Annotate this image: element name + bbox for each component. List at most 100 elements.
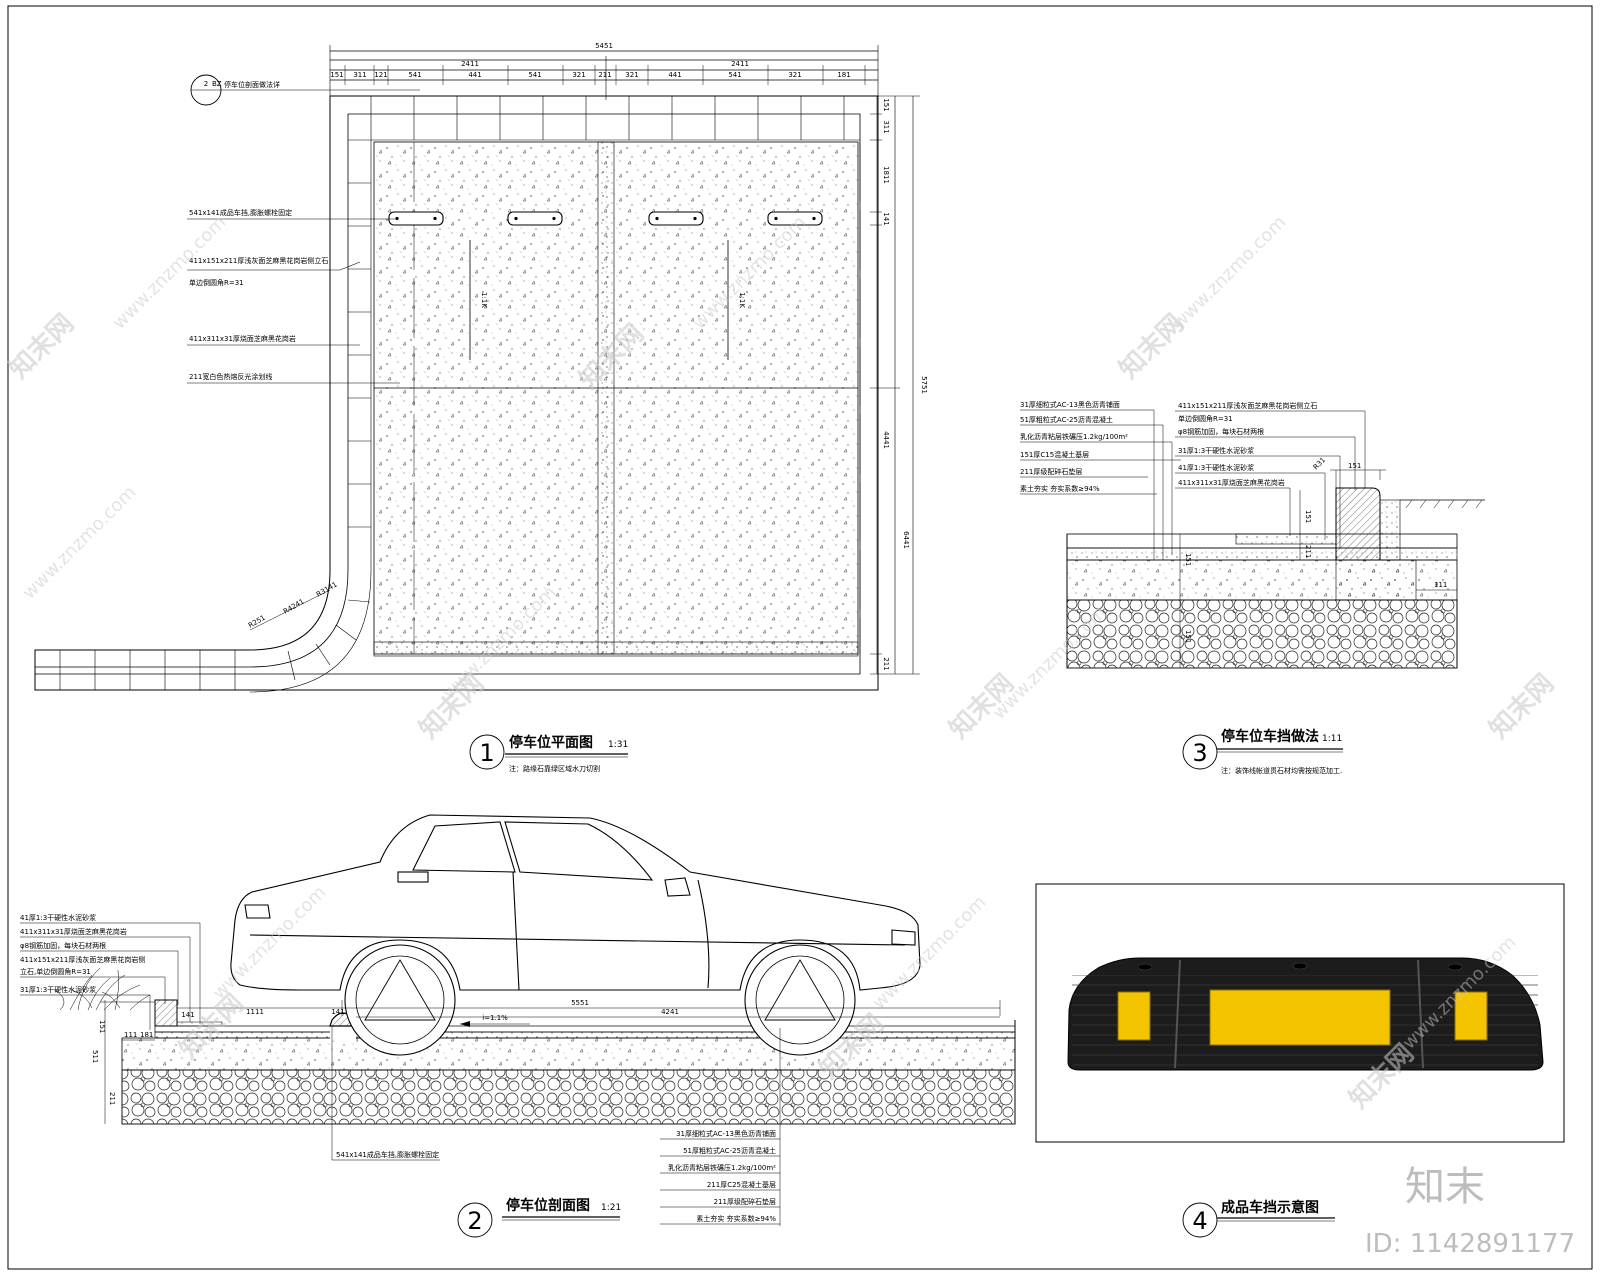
- watermark-url: www.znzmo.com: [869, 892, 991, 1014]
- dim-part: 151: [330, 71, 343, 79]
- car-outline: [230, 814, 921, 991]
- dim-part: 441: [668, 71, 681, 79]
- reflector-right: [1454, 991, 1488, 1041]
- product-title: 成品车挡示意图: [1221, 1199, 1319, 1216]
- dim-part: 181: [837, 71, 850, 79]
- product-stopper-illustration: 4 成品车挡示意图: [1035, 883, 1565, 1238]
- title-number-3: 3: [1192, 739, 1207, 767]
- watermark-url: www.znzmo.com: [19, 482, 141, 604]
- section-dim: 141: [181, 1011, 194, 1019]
- section-scale: 1:21: [601, 1203, 621, 1213]
- detail-layer-callout: 51厚粗粒式AC-25沥青混凝土: [1020, 415, 1113, 424]
- plan-callout: 411x151x211厚浅灰面芝麻黑花岗岩侧立石: [189, 256, 328, 265]
- plan-drawing: 5451 2411 2411 151 311 121 541 441 541 3…: [34, 42, 928, 773]
- section-dim: 111: [124, 1031, 137, 1039]
- section-title: 停车位剖面图: [506, 1197, 590, 1214]
- plan-scale: 1:31: [608, 740, 628, 750]
- dim-right: 1811: [882, 166, 890, 184]
- watermark-url: www.znzmo.com: [1169, 212, 1291, 334]
- dim-right: 141: [882, 212, 890, 225]
- section-layer-callout: 31厚细粒式AC-13黑色沥青铺面: [676, 1129, 776, 1138]
- dim-right-mid: 6441: [902, 531, 910, 549]
- plan-callout: 541x141成品车挡,膨胀螺栓固定: [189, 208, 292, 217]
- detail-dim: 151: [1348, 462, 1361, 470]
- wheel-stopper-plan: [388, 211, 823, 226]
- plan-callout: 211宽白色热熔反光涂划线: [189, 372, 272, 381]
- watermark-brand: 知末网: [4, 309, 80, 385]
- section-dim: 5551: [571, 999, 589, 1007]
- section-layer-callout: 素土夯实 夯实系数≥94%: [696, 1214, 776, 1223]
- watermark-url: www.znzmo.com: [209, 882, 331, 1004]
- detail-stone-callout: 31厚1:3干硬性水泥砂浆: [1178, 446, 1254, 455]
- radius-label: R3141: [315, 580, 339, 598]
- title-bubble-1: [469, 734, 505, 770]
- dim-right: 211: [882, 657, 890, 670]
- dim-part: 541: [528, 71, 541, 79]
- dim-half-right: 2411: [731, 60, 749, 68]
- detail-dim: 151: [1184, 553, 1192, 566]
- section-ref-number: 2: [204, 80, 208, 88]
- sheet-border: [7, 5, 1593, 1270]
- section-left-callout: 41厚1:3干硬性水泥砂浆: [20, 913, 96, 922]
- reflector-left: [1117, 991, 1151, 1041]
- section-dim: 1111: [246, 1008, 264, 1016]
- section-layer-callout: 51厚粗粒式AC-25沥青混凝土: [683, 1146, 776, 1155]
- parking-paving-area: [373, 141, 859, 655]
- section-dim: 151: [98, 1020, 106, 1033]
- stall-divider-line: [597, 141, 615, 655]
- dim-part: 121: [374, 71, 387, 79]
- title-bubble-2: [457, 1202, 493, 1238]
- title-number-4: 4: [1192, 1207, 1207, 1235]
- dim-part: 321: [788, 71, 801, 79]
- plan-callout: 单边倒圆角R=31: [189, 278, 244, 287]
- dim-part: 311: [353, 71, 366, 79]
- detail-stone-callout: 单边倒圆角R=31: [1178, 414, 1233, 423]
- detail-stone-callout: φ8钢筋加固，每块石材两根: [1178, 427, 1264, 436]
- stopper-detail-drawing: 151 R31 151 211 151 151 111 31厚细粒式AC-13黑…: [1020, 400, 1485, 775]
- detail-layer-callout: 素土夯实 夯实系数≥94%: [1020, 484, 1100, 493]
- front-wheel: [744, 944, 856, 1056]
- section-dim: 181: [140, 1031, 153, 1039]
- section-left-callout: 立石,单边倒圆角R=31: [20, 967, 91, 976]
- dim-part: 211: [598, 71, 611, 79]
- section-ref-sheet: BZ: [212, 80, 222, 88]
- watermark-brand: 知末网: [1484, 669, 1560, 745]
- title-bubble-4: [1182, 1202, 1218, 1238]
- stall-end-line: [373, 641, 859, 657]
- dim-part: 441: [468, 71, 481, 79]
- dim-part: 541: [408, 71, 421, 79]
- section-left-callout: 411x151x211厚浅灰面芝麻黑花岗岩侧: [20, 955, 145, 964]
- watermark-id: ID: 1142891177: [1365, 1229, 1575, 1259]
- title-number-1: 1: [479, 739, 494, 767]
- dim-total: 5451: [595, 42, 613, 50]
- dim-half-left: 2411: [461, 60, 479, 68]
- plan-note: 注：路缘石靠绿区域水刀切割: [509, 764, 600, 773]
- detail-title: 停车位车挡做法: [1221, 728, 1319, 745]
- detail-note: 注：装饰线帐道贯石材均需按规范加工.: [1221, 766, 1342, 775]
- watermark-logo: 知末: [1405, 1164, 1485, 1210]
- radius-label: R4241: [282, 597, 306, 615]
- detail-layer-callout: 乳化沥青粘层铁碾压1.2kg/100m²: [1020, 432, 1128, 441]
- stall-label-left: 1:1K: [480, 292, 488, 308]
- section-dim: 211: [108, 1092, 116, 1105]
- rear-wheel: [344, 944, 456, 1056]
- section-layer-callout: 211厚级配碎石垫层: [714, 1197, 776, 1206]
- dim-right: 311: [882, 120, 890, 133]
- detail-dim: R31: [1312, 456, 1327, 471]
- section-dim: 4241: [661, 1008, 679, 1016]
- section-layer-callout: 乳化沥青粘层铁碾压1.2kg/100m²: [668, 1163, 776, 1172]
- plan-title: 停车位平面图: [509, 734, 593, 751]
- detail-layer-callout: 211厚级配碎石垫层: [1020, 467, 1082, 476]
- detail-stone-callout: 41厚1:3干硬性水泥砂浆: [1178, 463, 1254, 472]
- dim-parts: 151 311 121 541 441 541 321 211 321 441 …: [330, 71, 850, 79]
- watermark-brand: 知末网: [1114, 309, 1190, 385]
- detail-dim: 211: [1304, 545, 1312, 558]
- section-ref-text: 停车位剖面做法详: [224, 80, 280, 89]
- dim-right-total: 5751: [920, 376, 928, 394]
- dim-part: 321: [625, 71, 638, 79]
- section-stopper-callout: 541x141成品车挡,膨胀螺栓固定: [336, 1150, 439, 1159]
- section-dim: 141: [331, 1008, 344, 1016]
- dim-right: 151: [882, 98, 890, 111]
- section-layer-callout: 211厚C25混凝土基层: [707, 1180, 776, 1189]
